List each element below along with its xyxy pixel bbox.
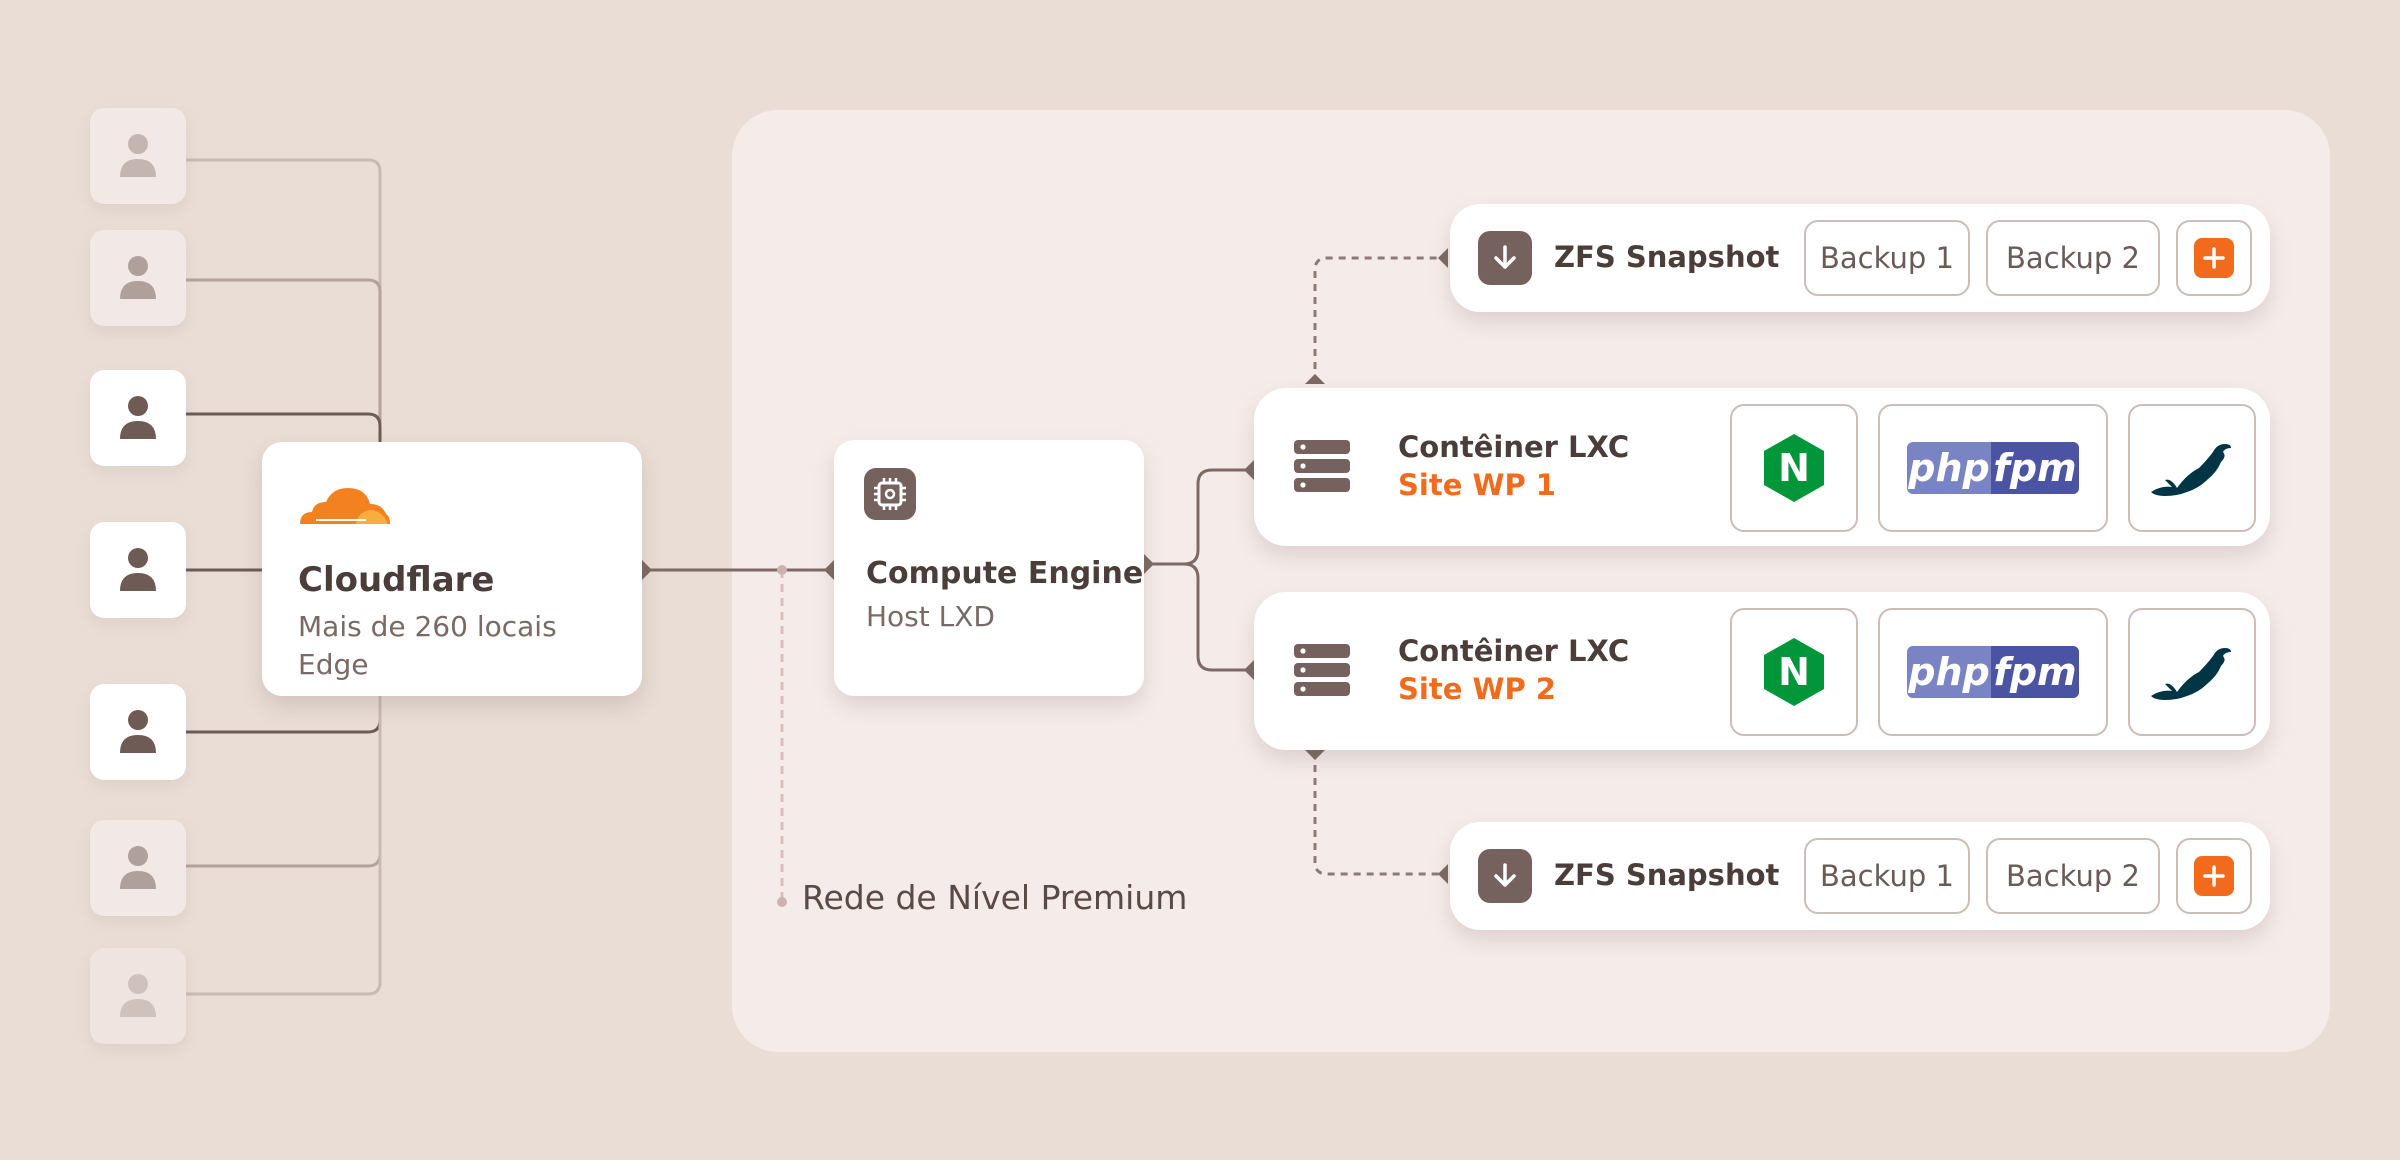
svg-text:N: N: [1778, 446, 1810, 490]
cloudflare-locations: Mais de 260 locais: [298, 610, 557, 643]
zfs-snapshot-card-1[interactable]: ZFS Snapshot Backup 1 Backup 2: [1450, 204, 2270, 312]
user-icon: [120, 134, 156, 177]
user-icon: [120, 710, 156, 753]
add-backup-button[interactable]: [2176, 220, 2252, 296]
nginx-icon: N: [1764, 434, 1824, 502]
container-title: Contêiner LXC: [1398, 634, 1630, 668]
container-site: Site WP 2: [1398, 672, 1556, 706]
lxc-container-card-2[interactable]: Contêiner LXC Site WP 2 N php fpm: [1254, 592, 2270, 750]
zfs-snapshot-card-2[interactable]: ZFS Snapshot Backup 1 Backup 2: [1450, 822, 2270, 930]
mariadb-tile[interactable]: [2128, 404, 2256, 532]
mariadb-seal-icon: [2151, 648, 2231, 700]
backup-2-button[interactable]: Backup 2: [1986, 838, 2160, 914]
nginx-icon: N: [1764, 638, 1824, 706]
mariadb-seal-icon: [2151, 444, 2231, 496]
compute-engine-card[interactable]: Compute Engine Host LXD: [834, 440, 1144, 696]
user-icon: [120, 846, 156, 889]
server-icon: [1294, 644, 1350, 696]
backup-2-button[interactable]: Backup 2: [1986, 220, 2160, 296]
cloudflare-title: Cloudflare: [298, 560, 495, 600]
cloudflare-edge: Edge: [298, 648, 369, 681]
download-icon: [1478, 231, 1532, 285]
php-fpm-tile[interactable]: php fpm: [1878, 404, 2108, 532]
user-tile[interactable]: [90, 522, 186, 618]
plus-icon: [2194, 856, 2234, 896]
php-fpm-tile[interactable]: php fpm: [1878, 608, 2108, 736]
user-tile[interactable]: [90, 230, 186, 326]
user-tile[interactable]: [90, 684, 186, 780]
container-site: Site WP 1: [1398, 468, 1556, 502]
download-icon: [1478, 849, 1532, 903]
compute-title: Compute Engine: [866, 556, 1144, 591]
user-icon: [120, 548, 156, 591]
compute-subtitle: Host LXD: [866, 600, 995, 633]
snapshot-title: ZFS Snapshot: [1554, 858, 1780, 892]
cloudflare-cloud-icon: [300, 488, 390, 524]
svg-text:N: N: [1778, 650, 1810, 694]
php-fpm-logo: php fpm: [1907, 646, 2079, 698]
snapshot-title: ZFS Snapshot: [1554, 240, 1780, 274]
user-icon: [120, 974, 156, 1017]
plus-icon: [2194, 238, 2234, 278]
backup-1-button[interactable]: Backup 1: [1804, 838, 1970, 914]
mariadb-tile[interactable]: [2128, 608, 2256, 736]
nginx-tile[interactable]: N: [1730, 608, 1858, 736]
user-tile[interactable]: [90, 820, 186, 916]
add-backup-button[interactable]: [2176, 838, 2252, 914]
nginx-tile[interactable]: N: [1730, 404, 1858, 532]
chip-icon: [864, 468, 916, 520]
backup-1-button[interactable]: Backup 1: [1804, 220, 1970, 296]
user-tile[interactable]: [90, 370, 186, 466]
cloudflare-card[interactable]: Cloudflare Mais de 260 locais Edge: [262, 442, 642, 696]
user-icon: [120, 256, 156, 299]
container-title: Contêiner LXC: [1398, 430, 1630, 464]
user-tile[interactable]: [90, 948, 186, 1044]
lxc-container-card-1[interactable]: Contêiner LXC Site WP 1 N php fpm: [1254, 388, 2270, 546]
php-fpm-logo: php fpm: [1907, 442, 2079, 494]
user-icon: [120, 396, 156, 439]
network-label: Rede de Nível Premium: [802, 878, 1188, 917]
server-icon: [1294, 440, 1350, 492]
user-tile[interactable]: [90, 108, 186, 204]
